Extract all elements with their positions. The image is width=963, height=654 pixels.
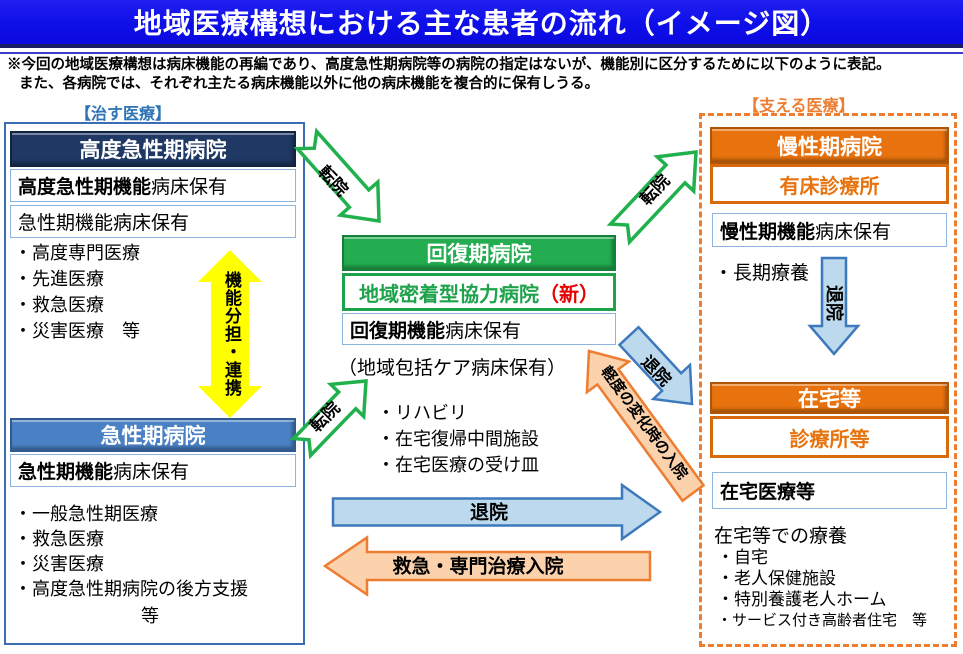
emergency-admission-label: 救急・専門治療入院	[392, 555, 563, 578]
transfer-arrow-upper-right	[606, 150, 698, 246]
bullet-item: ・災害医療 等	[14, 321, 140, 341]
home-care-title: 在宅等での療養	[714, 526, 848, 547]
discharge-label-horizontal: 退院	[470, 501, 508, 524]
emergency-admission-arrow	[322, 535, 652, 597]
acute-bed-rest: 病床保有	[113, 462, 190, 483]
bullet-item: ・災害医療	[14, 554, 104, 574]
recovery-bed-rest: 病床保有	[445, 320, 522, 342]
cure-care-label: 【治す医療】	[75, 106, 172, 123]
recovery-bullets: ・リハビリ ・在宅復帰中間施設 ・在宅医療の受け皿	[377, 400, 539, 478]
advanced-acute-bed-bold: 高度急性期機能	[18, 177, 152, 198]
bullet-item: ・リハビリ	[377, 403, 467, 423]
community-hospital-label: 地域密着型協力病院	[359, 283, 539, 306]
title-bar: 地域医療構想における主な患者の流れ（イメージ図）	[0, 0, 963, 48]
clinic-with-beds-box: 有床診療所	[710, 164, 949, 204]
home-medical-box: 在宅医療等	[712, 472, 947, 509]
bullet-item: ・在宅復帰中間施設	[377, 429, 539, 449]
note-line-1: ※今回の地域医療構想は病床機能の再編であり、高度急性期病院等の病院の指定はないが…	[7, 57, 891, 73]
chronic-bullet: ・長期療養	[714, 263, 810, 284]
chronic-bed-box: 慢性期機能病床保有	[712, 213, 947, 247]
community-care-bed-note: （地域包括ケア病床保有）	[338, 358, 567, 379]
acute-bullets: ・一般急性期医療 ・救急医療 ・災害医療 ・高度急性期病院の後方支援	[14, 502, 248, 602]
chronic-bed-bold: 慢性期機能	[720, 221, 816, 243]
bullet-item: ・高度急性期病院の後方支援	[14, 579, 248, 599]
mild-admission-arrow	[585, 349, 706, 503]
discharge-label-diagonal: 退院	[637, 351, 675, 389]
transfer-label-top: 転院	[314, 161, 352, 200]
page-title: 地域医療構想における主な患者の流れ（イメージ図）	[133, 8, 830, 39]
acute-bed-bold: 急性期機能	[18, 462, 114, 483]
transfer-arrow-top	[293, 127, 381, 224]
bullet-item: ・救急医療	[14, 529, 104, 549]
chronic-hospital-header: 慢性期病院	[710, 127, 949, 164]
chronic-bed-rest: 病床保有	[815, 221, 892, 243]
bullet-item: ・高度専門医療	[14, 243, 140, 263]
transfer-label-upper-right: 転院	[636, 170, 674, 209]
bullet-item: ・先進医療	[14, 269, 104, 289]
clinics-box: 診療所等	[710, 416, 949, 458]
transfer-label-lower: 転院	[306, 398, 344, 436]
home-care-header: 在宅等	[710, 382, 949, 414]
discharge-arrow-horizontal	[331, 482, 663, 542]
discharge-arrow-diagonal	[617, 325, 694, 406]
acute-bed-box: 急性期機能病床保有	[10, 454, 296, 487]
bullet-item: ・自宅	[717, 548, 768, 567]
community-hospital-box: 地域密着型協力病院（新）	[342, 273, 616, 311]
mild-admission-label: 軽度の変化時の入院	[597, 363, 691, 483]
recovery-hospital-header: 回復期病院	[342, 235, 616, 271]
bullet-item: ・在宅医療の受け皿	[377, 455, 539, 475]
advanced-acute-bed-rest: 病床保有	[151, 177, 228, 198]
community-hospital-new-badge: （新）	[539, 283, 599, 306]
bullet-item: ・老人保健施設	[717, 569, 836, 588]
note-line-2: また、各病院では、それぞれ主たる病床機能以外に他の病床機能を複合的に保有しうる。	[19, 76, 599, 92]
acute-bullets-tail: 等	[141, 606, 159, 626]
support-care-label: 【支える医療】	[743, 98, 855, 115]
acute-bed-plain-box: 急性期機能病床保有	[10, 205, 296, 238]
bullet-item: ・特別養護老人ホーム	[717, 590, 887, 609]
function-share-arrow-label: 機能分担・連携	[222, 271, 241, 397]
advanced-acute-hospital-header: 高度急性期病院	[10, 131, 296, 167]
recovery-bed-box: 回復期機能病床保有	[342, 313, 616, 345]
home-bullets: ・自宅 ・老人保健施設 ・特別養護老人ホーム ・サービス付き高齢者住宅 等	[717, 547, 927, 631]
advanced-acute-bed-box: 高度急性期機能病床保有	[10, 169, 296, 202]
bullet-item: ・一般急性期医療	[14, 504, 158, 524]
advanced-acute-bullets: ・高度専門医療 ・先進医療 ・救急医療 ・災害医療 等	[14, 240, 140, 344]
bullet-item: ・サービス付き高齢者住宅 等	[717, 612, 928, 629]
title-underline	[0, 52, 963, 54]
acute-bed-plain: 急性期機能病床保有	[18, 213, 190, 234]
recovery-bed-bold: 回復期機能	[350, 320, 446, 342]
bullet-item: ・救急医療	[14, 295, 104, 315]
acute-hospital-header: 急性期病院	[10, 418, 296, 452]
note: ※今回の地域医療構想は病床機能の再編であり、高度急性期病院等の病院の指定はないが…	[7, 56, 890, 94]
